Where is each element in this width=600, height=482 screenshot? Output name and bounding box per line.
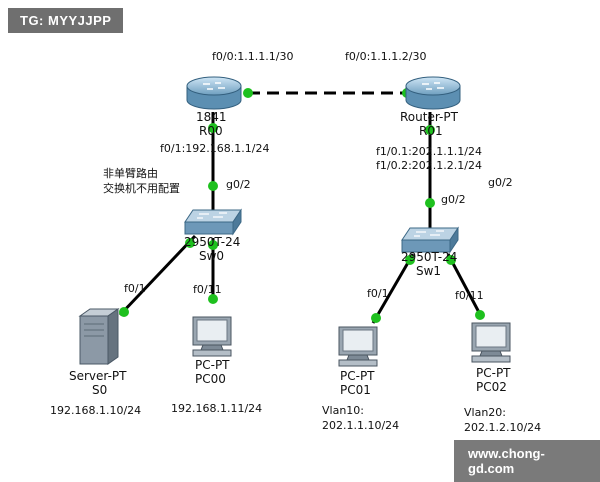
switch-sw0-name: Sw0 [199, 249, 225, 263]
iface-r0-f00: f0/0:1.1.1.1/30 [212, 50, 294, 63]
switch-icon[interactable] [400, 226, 460, 256]
watermark-site: www.chong-gd.com [454, 440, 600, 482]
note-line-2: 交换机不用配置 [103, 182, 180, 195]
iface-r1-f102: f1/0.2:202.1.2.1/24 [376, 159, 482, 172]
router-r0-name: R00 [199, 124, 223, 138]
port-up-dot [243, 88, 253, 98]
pc01-vlan: Vlan10: [322, 404, 364, 417]
iface-r1-g02: g0/2 [488, 176, 513, 189]
port-up-dot [405, 255, 415, 265]
server-icon[interactable] [78, 308, 122, 366]
server-s0-name: S0 [92, 383, 108, 397]
switch-icon[interactable] [183, 208, 243, 238]
iface-r1-f00: f0/0:1.1.1.2/30 [345, 50, 427, 63]
pc01-ip: 202.1.1.10/24 [322, 419, 400, 432]
port-up-dot [185, 238, 195, 248]
router-r1-model: Router-PT [400, 110, 458, 124]
iface-r1-f101: f1/0.1:202.1.1.1/24 [376, 145, 482, 158]
port-up-dot [425, 198, 435, 208]
port-up-dot [446, 255, 456, 265]
router-r1-name: R01 [419, 124, 443, 138]
port-up-dot [208, 123, 218, 133]
switch-sw0-model: 2950T-24 [184, 235, 241, 249]
port-up-dot [208, 181, 218, 191]
pc02-vlan: Vlan20: [464, 406, 506, 419]
pc-icon[interactable] [191, 316, 237, 358]
router-icon[interactable] [404, 76, 462, 112]
iface-sw1-f011: f0/11 [455, 289, 484, 302]
pc-icon[interactable] [470, 322, 516, 364]
port-up-dot [371, 313, 381, 323]
iface-sw0-g02: g0/2 [226, 178, 251, 191]
router-icon[interactable] [185, 76, 243, 112]
pc01-name: PC01 [340, 383, 371, 397]
port-up-dot [208, 294, 218, 304]
watermark-tag: TG: MYYJJPP [8, 8, 124, 33]
link-sw1-pc01 [371, 253, 415, 324]
pc-icon[interactable] [337, 326, 383, 368]
pc00-model: PC-PT [195, 358, 230, 372]
pc02-name: PC02 [476, 380, 507, 394]
pc02-ip: 202.1.2.10/24 [464, 421, 542, 434]
port-up-dot [425, 125, 435, 135]
router-r0-model: 1841 [196, 110, 227, 124]
pc00-ip: 192.168.1.11/24 [171, 402, 263, 415]
port-up-dot [208, 240, 218, 250]
server-s0-ip: 192.168.1.10/24 [50, 404, 142, 417]
iface-r0-f01: f0/1:192.168.1.1/24 [160, 142, 270, 155]
iface-sw0-f01: f0/1 [124, 282, 146, 295]
link-sw1-pc02 [446, 253, 484, 319]
iface-sw1-g02: g0/2 [441, 193, 466, 206]
switch-sw1-model: 2950T-24 [401, 250, 458, 264]
pc02-model: PC-PT [476, 366, 511, 380]
pc00-name: PC00 [195, 372, 226, 386]
iface-sw0-f011: f0/11 [193, 283, 222, 296]
server-s0-model: Server-PT [69, 369, 127, 383]
link-sw0-s0 [118, 234, 197, 317]
port-up-dot [475, 310, 485, 320]
iface-sw1-f01: f0/1 [367, 287, 389, 300]
pc01-model: PC-PT [340, 369, 375, 383]
switch-sw1-name: Sw1 [416, 264, 442, 278]
note-line-1: 非单臂路由 [103, 167, 158, 180]
port-up-dot [119, 307, 129, 317]
